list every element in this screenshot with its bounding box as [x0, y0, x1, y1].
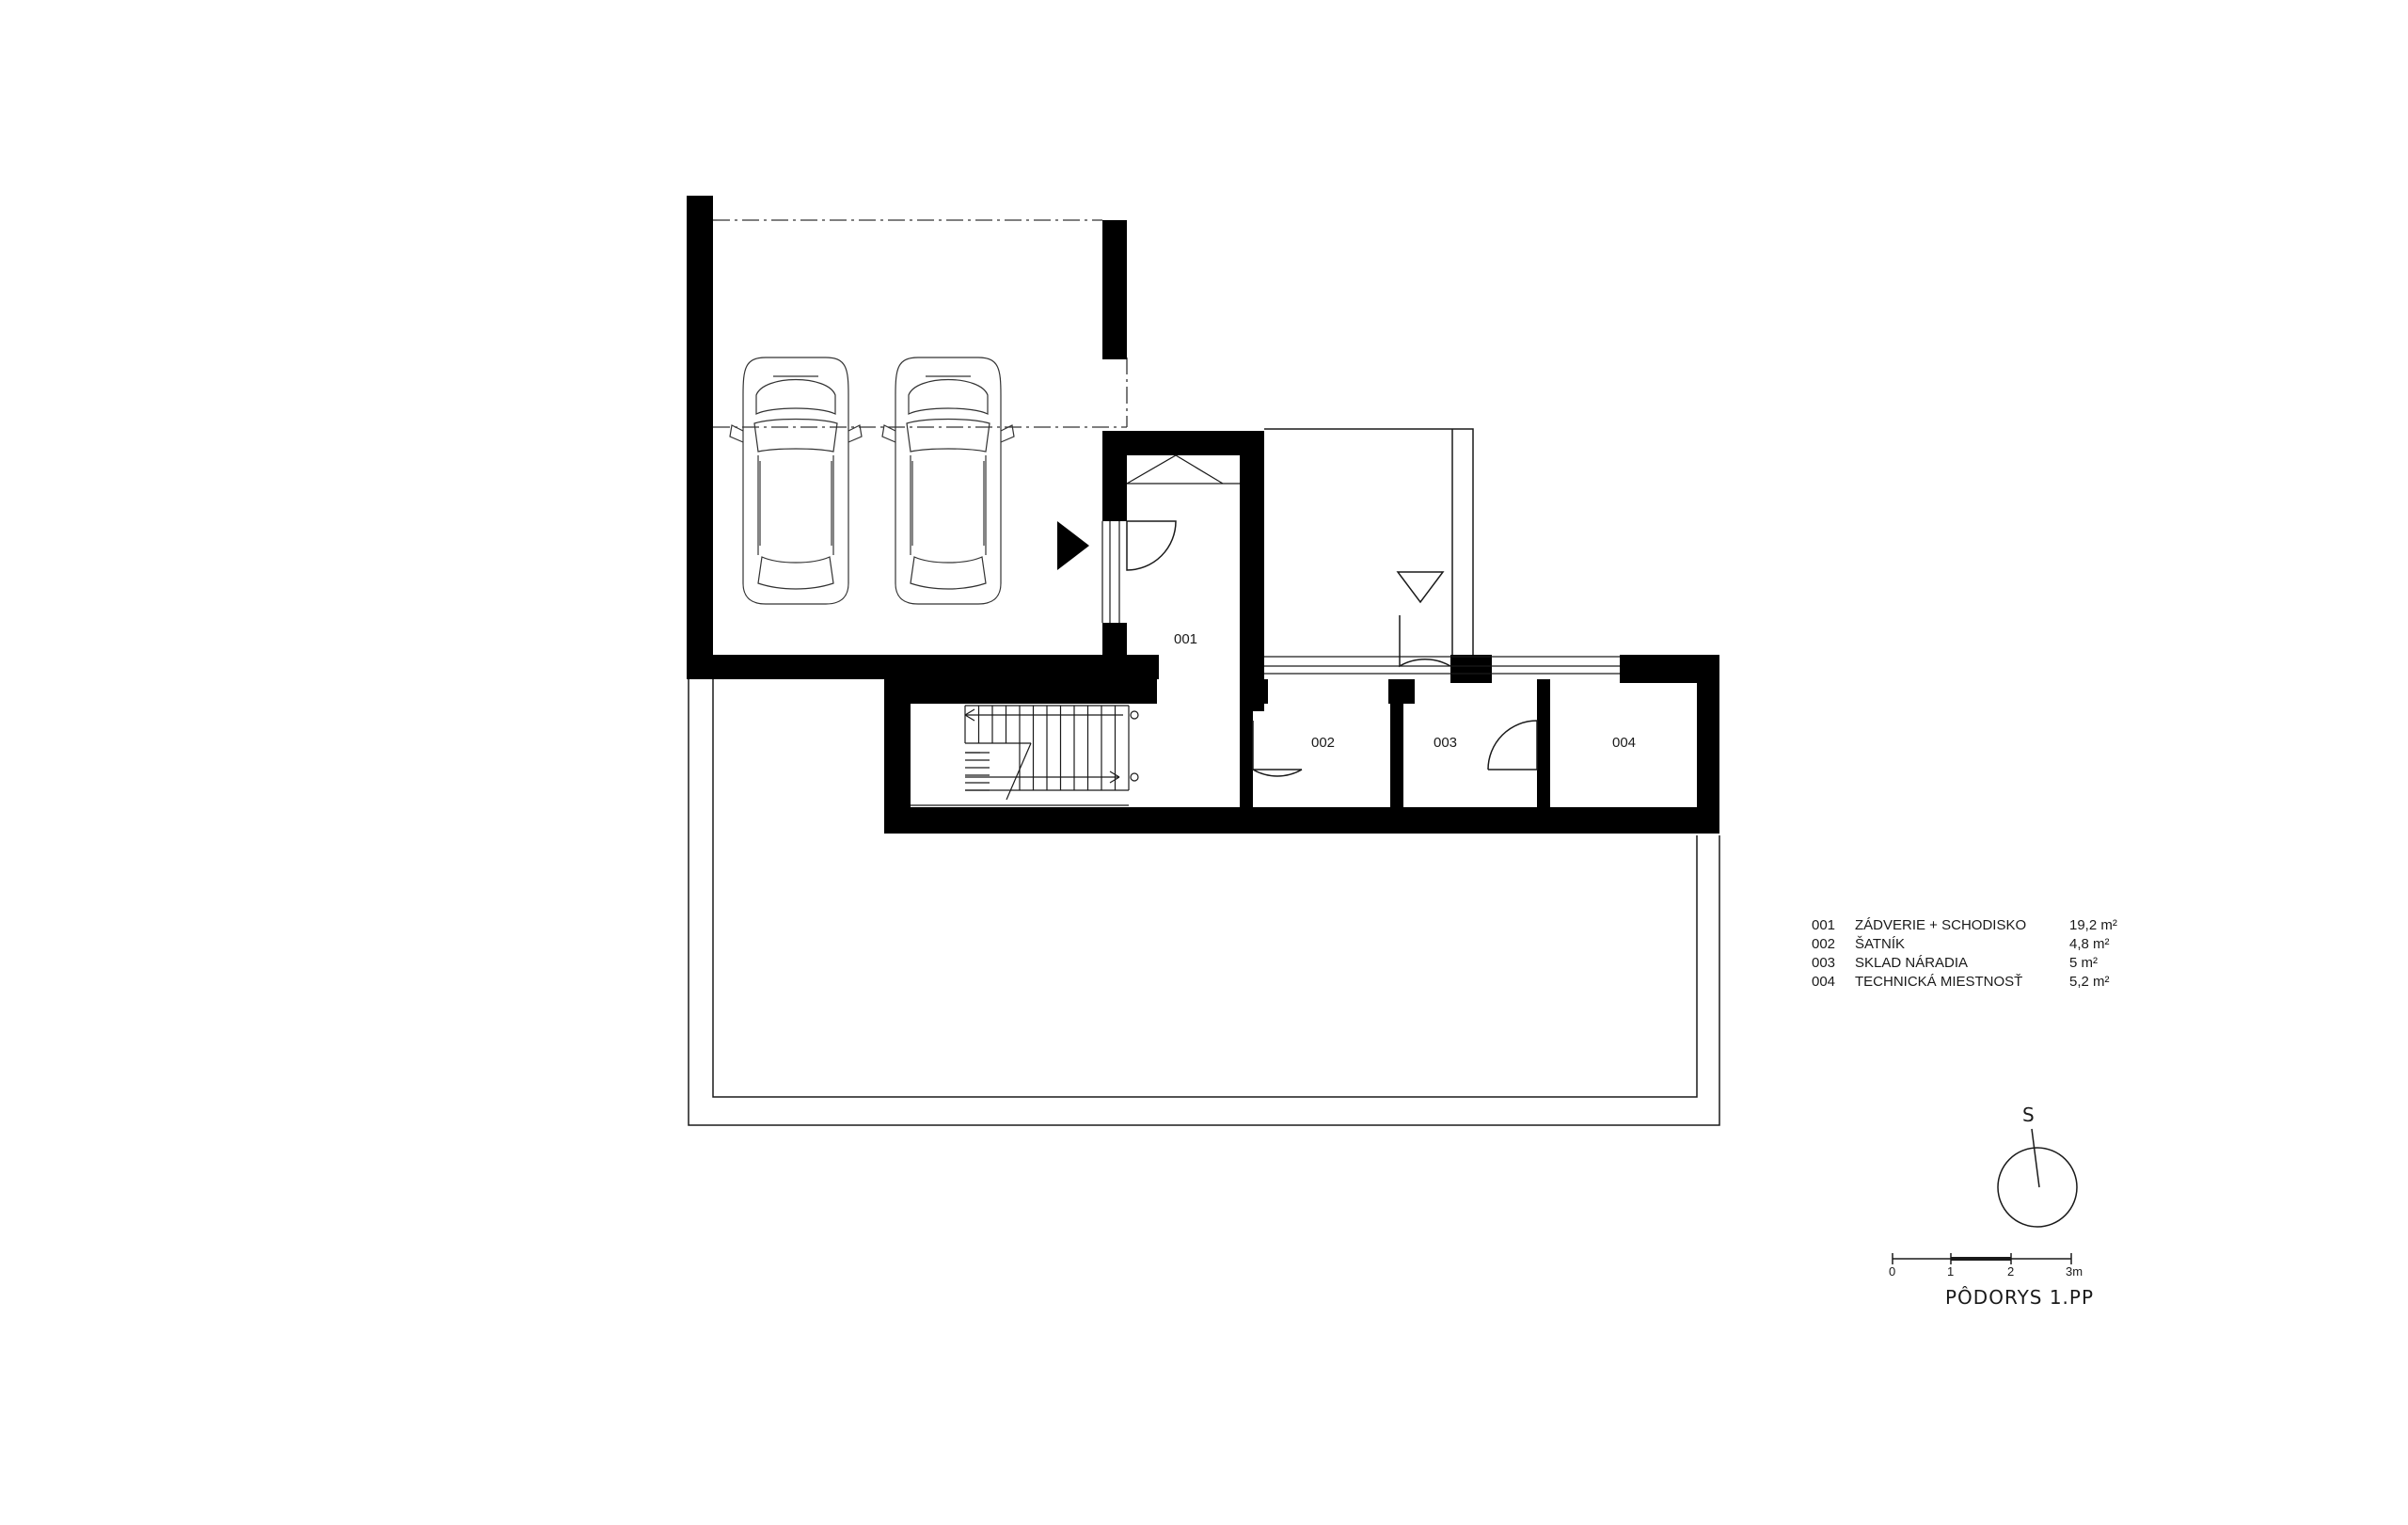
legend-id: 003 — [1812, 955, 1835, 971]
scale-bar: 0 1 2 3m — [1889, 1253, 2083, 1279]
scale-tick-label: 3m — [2066, 1264, 2083, 1279]
room-label-002: 002 — [1311, 735, 1335, 751]
entry-arrow-outline-icon — [1396, 571, 1445, 604]
legend-id: 004 — [1812, 974, 1835, 990]
compass-circle-icon — [1997, 1147, 2078, 1228]
legend-name: ŠATNÍK — [1855, 936, 1905, 952]
drawing-title: PÔDORYS 1.PP — [1945, 1286, 2094, 1309]
legend-name: ZÁDVERIE + SCHODISKO — [1855, 917, 2026, 933]
room-label-001: 001 — [1174, 631, 1197, 647]
legend-row: 002 ŠATNÍK 4,8 m² — [1812, 936, 2110, 952]
entry-arrow-icon — [1057, 521, 1089, 570]
legend-row: 003 SKLAD NÁRADIA 5 m² — [1812, 955, 2098, 971]
thin-walls — [911, 428, 1620, 806]
stair-arrow-icon — [1109, 776, 1120, 784]
legend-area: 5,2 m² — [2069, 974, 2110, 990]
stair-walk-line — [1006, 742, 1032, 801]
scale-tick-label: 2 — [2007, 1264, 2014, 1279]
entry-markers — [1057, 521, 1445, 604]
car-1 — [729, 357, 863, 605]
legend-area: 5 m² — [2069, 955, 2098, 971]
legend-area: 19,2 m² — [2069, 917, 2117, 933]
stair-arrow-icon — [964, 714, 975, 722]
stair-start-icon — [1130, 772, 1139, 782]
walls — [687, 196, 1719, 834]
legend-id: 002 — [1812, 936, 1835, 952]
stair-start-icon — [1130, 710, 1139, 720]
stair-arrow-icon — [1109, 770, 1120, 778]
legend-name: TECHNICKÁ MIESTNOSŤ — [1855, 974, 2022, 990]
legend-id: 001 — [1812, 917, 1835, 933]
north-label: S — [2022, 1104, 2035, 1126]
room-legend: 001 ZÁDVERIE + SCHODISKO 19,2 m² 002 ŠAT… — [1812, 917, 2117, 990]
carport-dashed-lines — [713, 219, 1128, 428]
doors — [1126, 520, 1538, 777]
room-labels: 001 002 003 004 — [1174, 631, 1636, 751]
north-arrow: S — [1997, 1104, 2078, 1228]
room-label-004: 004 — [1612, 735, 1636, 751]
car-2 — [881, 357, 1015, 605]
legend-row: 001 ZÁDVERIE + SCHODISKO 19,2 m² — [1812, 917, 2117, 933]
terrace-outline — [688, 674, 1720, 1126]
staircase — [964, 705, 1139, 801]
stair-arrow-icon — [964, 708, 975, 716]
legend-row: 004 TECHNICKÁ MIESTNOSŤ 5,2 m² — [1812, 974, 2110, 990]
legend-area: 4,8 m² — [2069, 936, 2110, 952]
scale-tick-label: 0 — [1889, 1264, 1895, 1279]
room-label-003: 003 — [1434, 735, 1457, 751]
legend-name: SKLAD NÁRADIA — [1855, 955, 1968, 971]
compass-needle-icon — [2031, 1128, 2040, 1188]
scale-tick-label: 1 — [1947, 1264, 1954, 1279]
